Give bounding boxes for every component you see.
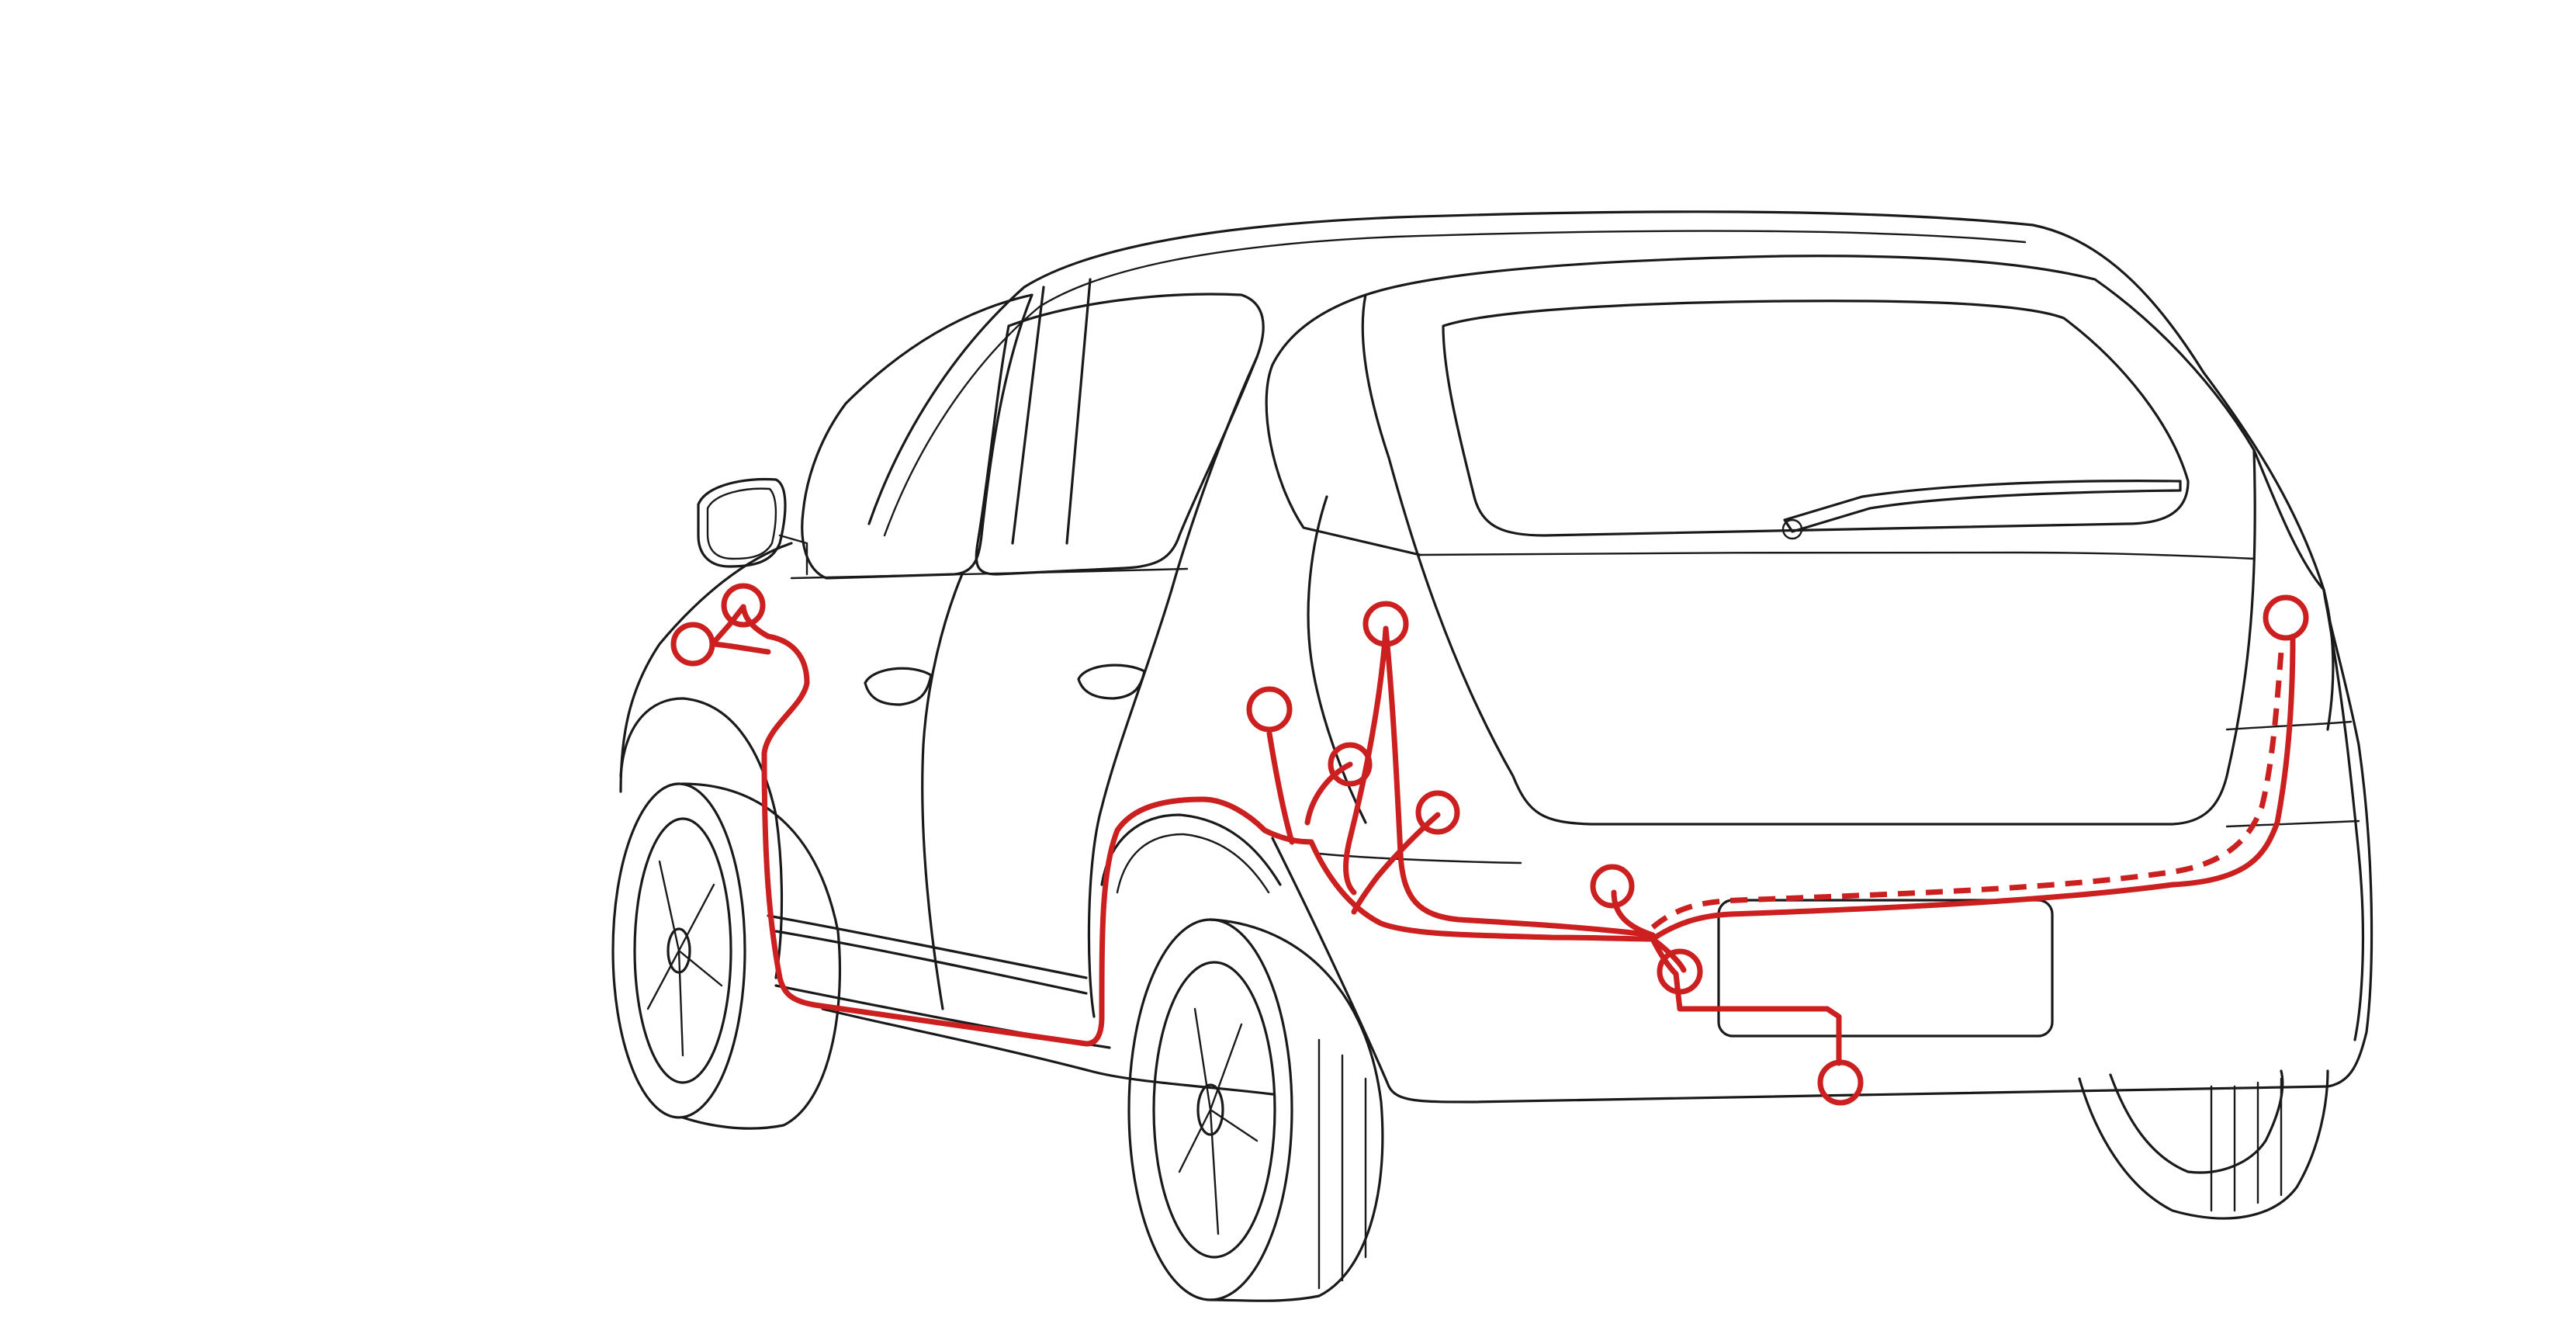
connector-bumper-center	[1657, 948, 1703, 995]
wire-plate-branch	[1650, 936, 1842, 1066]
rear-side-window	[975, 293, 1265, 576]
connector-mirror-lower	[670, 622, 715, 667]
roof-inner-line	[883, 230, 2027, 537]
bumper-crease-lower	[2225, 819, 2360, 828]
connector-tail-right	[2263, 594, 2309, 641]
wire-tail-left-lower	[1611, 889, 1656, 938]
wire-quarter-to-upper-left	[1266, 730, 1295, 845]
connectors	[670, 583, 2309, 1106]
b-pillar	[1011, 278, 1092, 545]
wire-quarter-bundle-main	[1308, 839, 1656, 942]
rear-wheel-arch-inner	[1116, 833, 1270, 894]
hatch-top	[1364, 255, 2256, 452]
mirror-mount	[778, 534, 808, 576]
wire-bumper-center-link	[1650, 936, 1687, 973]
connector-rear-quarter-middle	[1328, 742, 1373, 787]
connector-mirror-upper	[721, 583, 766, 628]
rear-door-rear-edge	[1087, 355, 1259, 1018]
rear-wiper	[1783, 480, 2182, 533]
rear-tire-tread-lines	[1317, 1038, 1367, 1290]
rocker-panel	[821, 1007, 1274, 1096]
wire-quarter-to-top	[1383, 625, 1656, 938]
rear-door-handle	[1077, 664, 1146, 700]
connector-rear-quarter-upper-left	[1246, 686, 1293, 733]
rear-wheel-arch	[1100, 813, 1282, 886]
right-rear-tire-tread	[2210, 1077, 2283, 1212]
belt-line	[790, 567, 1189, 580]
door-sill	[767, 914, 1088, 995]
side-mirror-inner	[706, 487, 777, 560]
right-rear-tire-inner	[2109, 1069, 2284, 1174]
front-tire	[611, 782, 746, 1119]
rear-bumper	[1271, 588, 2373, 1104]
front-door-rear-edge	[921, 573, 964, 1010]
front-side-window	[801, 293, 1034, 580]
connector-rear-quarter-top	[1362, 601, 1409, 647]
rear-tire-inner	[1152, 961, 1276, 1259]
wiper-pivot	[1781, 518, 1803, 540]
car-outline	[611, 210, 2373, 1302]
wiring-harness	[709, 604, 2296, 1066]
wire-quarter-to-top-b	[1343, 625, 1389, 896]
roof-line	[867, 210, 2325, 591]
rear-wheel-spokes	[1178, 1007, 1259, 1235]
front-hub	[667, 927, 691, 974]
side-mirror	[697, 477, 787, 568]
hatch-left-edge	[1361, 293, 2256, 826]
front-wheel-spokes	[646, 860, 723, 1057]
left-taillight	[1265, 293, 1421, 556]
front-tire-inner	[633, 817, 732, 1084]
wire-quarter-to-middle	[1304, 761, 1353, 826]
wire-mirror-upper-branch	[709, 604, 746, 647]
connector-tail-left-lower	[1590, 864, 1635, 909]
rear-window	[1442, 300, 2190, 537]
front-wheel-arch	[619, 697, 784, 979]
wire-bumper-run-right-alt	[1650, 651, 2284, 930]
front-door-handle	[864, 667, 933, 706]
rear-tire-tread	[1209, 918, 1384, 1302]
right-rear-body	[2322, 588, 2365, 1041]
left-quarter-panel	[1307, 495, 1367, 824]
wire-mirror-branch	[709, 641, 771, 655]
license-plate-recess	[1717, 899, 2054, 1038]
connector-plate-light	[1817, 1059, 1864, 1106]
wire-bumper-run-right	[1650, 633, 2296, 942]
wire-door-sill-run	[740, 604, 1314, 1047]
rear-hub	[1196, 1083, 1224, 1136]
right-rear-tire	[2078, 1069, 2329, 1220]
connector-rear-quarter-right	[1415, 790, 1460, 835]
hatch-belt-line	[1418, 551, 2256, 560]
